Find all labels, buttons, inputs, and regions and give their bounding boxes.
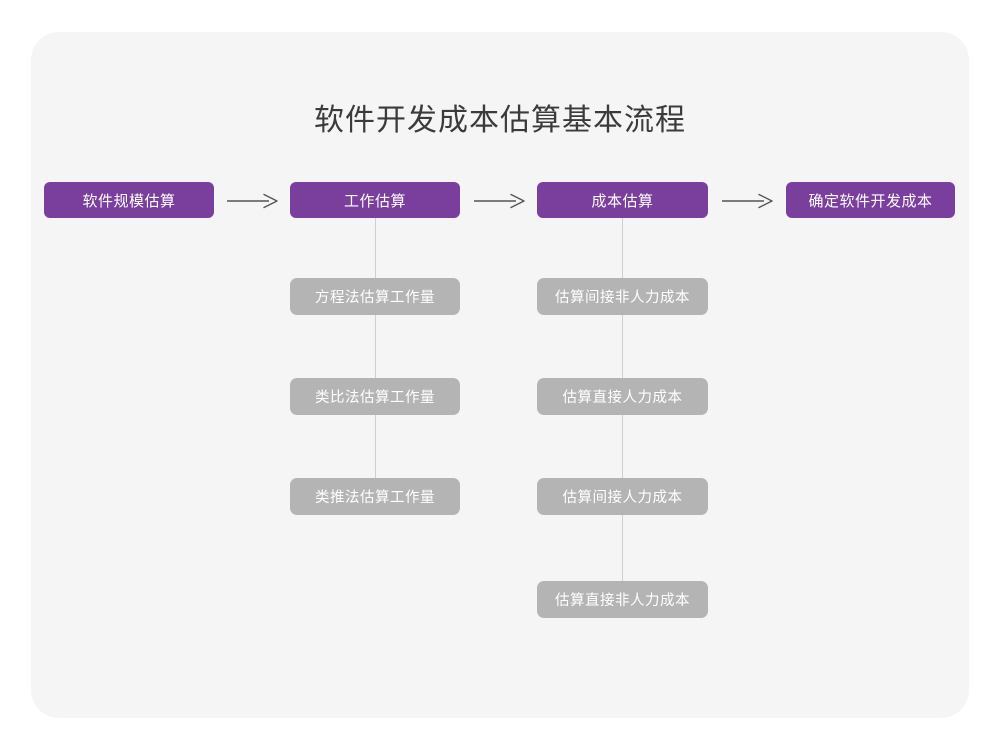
flow-node-label: 软件规模估算	[82, 192, 176, 210]
flow-node-label: 工作估算	[343, 192, 406, 210]
arrow-right-icon-arrow-2	[473, 192, 525, 210]
flow-node-label: 类比法估算工作量	[315, 390, 435, 406]
flow-node-work-3[interactable]: 类推法估算工作量	[290, 478, 460, 515]
flow-node-label: 方程法估算工作量	[315, 290, 435, 306]
arrow-right-icon-arrow-3	[721, 192, 773, 210]
flow-node-cost-1[interactable]: 估算间接非人力成本	[537, 278, 708, 315]
diagram-card	[31, 32, 969, 718]
flow-node-step-1[interactable]: 软件规模估算	[44, 182, 214, 218]
flow-node-label: 估算直接非人力成本	[555, 593, 690, 609]
arrow-right-icon-arrow-1	[226, 192, 278, 210]
flow-node-label: 类推法估算工作量	[315, 490, 435, 506]
flow-node-cost-2[interactable]: 估算直接人力成本	[537, 378, 708, 415]
flow-node-label: 估算间接人力成本	[562, 490, 683, 506]
flow-node-label: 确定软件开发成本	[808, 192, 933, 210]
flow-node-work-2[interactable]: 类比法估算工作量	[290, 378, 460, 415]
flow-node-step-2[interactable]: 工作估算	[290, 182, 460, 218]
flow-node-label: 估算直接人力成本	[562, 390, 683, 406]
flow-node-cost-4[interactable]: 估算直接非人力成本	[537, 581, 708, 618]
flow-node-step-4[interactable]: 确定软件开发成本	[786, 182, 955, 218]
flow-node-label: 估算间接非人力成本	[555, 290, 690, 306]
flow-node-work-1[interactable]: 方程法估算工作量	[290, 278, 460, 315]
connector-line-branch-work-estimation	[375, 218, 376, 478]
flow-node-label: 成本估算	[591, 192, 654, 210]
flow-node-step-3[interactable]: 成本估算	[537, 182, 708, 218]
flow-node-cost-3[interactable]: 估算间接人力成本	[537, 478, 708, 515]
page-title: 软件开发成本估算基本流程	[314, 104, 686, 137]
